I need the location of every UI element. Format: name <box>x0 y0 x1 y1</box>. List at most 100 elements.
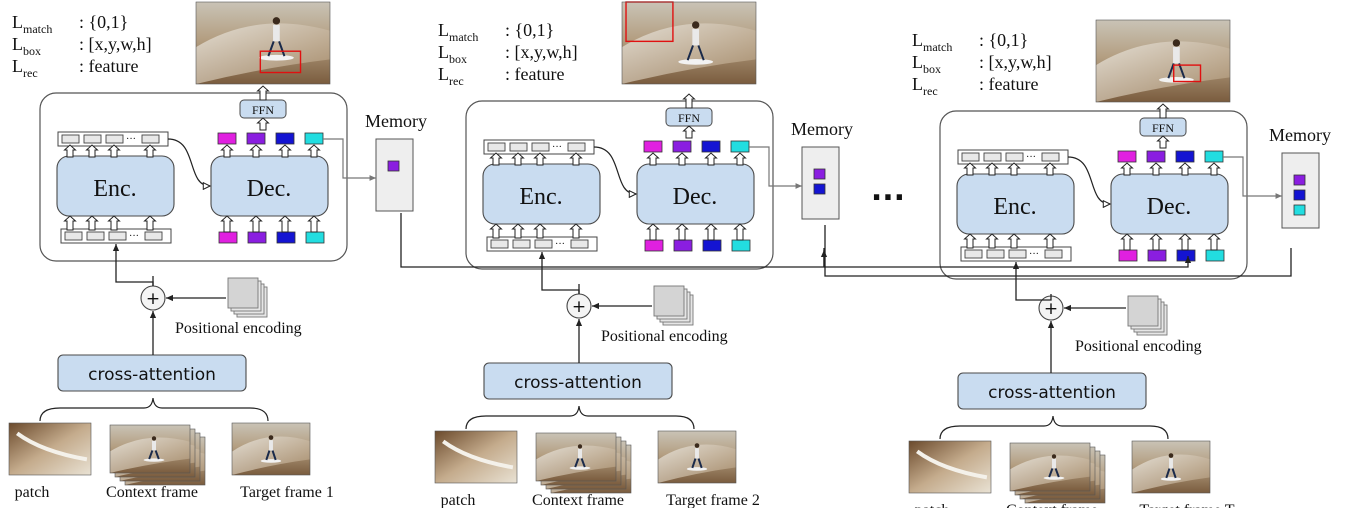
cross-attention-block <box>483 362 673 400</box>
positional-encoding-label: Positional encoding <box>1075 338 1202 355</box>
patch-label: patch <box>915 502 950 508</box>
block-arrow-icon <box>143 144 157 158</box>
query-token <box>673 239 693 252</box>
query-token <box>1176 249 1196 262</box>
loss-label: Lbox <box>912 52 941 76</box>
block-arrow-icon <box>675 152 689 166</box>
loss-subscript: rec <box>449 74 464 88</box>
wave-shape <box>1132 454 1210 493</box>
feature-token <box>105 134 124 144</box>
photo-frame <box>657 430 737 484</box>
photo-frame <box>535 432 617 482</box>
memory-read-arrow-1 <box>400 213 825 268</box>
loss-subscript: rec <box>23 66 38 80</box>
query-token <box>218 231 238 244</box>
cross-attention-block <box>57 354 247 392</box>
block-arrow-icon <box>963 162 977 176</box>
block-arrow-icon <box>1156 103 1170 119</box>
surfer-body <box>695 448 699 459</box>
result-frame-image <box>195 1 331 85</box>
patch-board <box>916 449 988 480</box>
decoder-output-tokens <box>643 140 750 153</box>
decoder-block <box>210 155 329 217</box>
photo-frame <box>195 1 331 85</box>
query-token <box>702 239 722 252</box>
block-arrow-icon <box>278 144 292 158</box>
encoder-output-tokens: ··· <box>57 131 169 147</box>
loss-label: Lmatch <box>912 30 952 54</box>
plus-to-encoder-arrow <box>1012 262 1052 301</box>
encoder-label: Enc. <box>93 176 136 202</box>
memory-token <box>387 160 400 172</box>
query-token <box>276 231 296 244</box>
block-arrow-icon <box>1207 233 1221 251</box>
query-token <box>304 132 324 145</box>
ellipsis-dots: ··· <box>1029 249 1039 260</box>
block-arrow-icon <box>307 144 321 158</box>
block-arrow-icon <box>569 152 583 166</box>
encoder-label: Enc. <box>993 194 1036 220</box>
ellipsis-dots: ··· <box>552 142 562 153</box>
block-arrow-icon <box>533 223 547 239</box>
surfboard <box>1160 477 1182 481</box>
surfer-body <box>1052 458 1056 469</box>
transformer-container <box>39 92 348 262</box>
target-frame-label: Target frame 1 <box>240 484 334 501</box>
decoder-query-tokens <box>218 231 325 244</box>
wave-shape <box>658 444 736 483</box>
enc-dec-connection <box>1067 156 1110 204</box>
memory-write-arrow <box>323 138 376 181</box>
block-arrow-icon <box>733 152 747 166</box>
surfer-head <box>577 444 583 449</box>
memory-token <box>1293 189 1306 201</box>
plus-symbol: + <box>1044 299 1058 319</box>
loss-label: Lrec <box>12 56 38 80</box>
surfer-legs <box>1167 63 1186 79</box>
wave-shape <box>232 436 310 475</box>
feature-token <box>534 239 553 249</box>
block-arrow-icon <box>511 152 525 166</box>
block-arrow-icon <box>646 223 660 241</box>
surfer-legs <box>1165 468 1177 479</box>
feature-token <box>567 142 586 152</box>
panel-1: Lmatch: {0,1}Lbox: [x,y,w,h]Lrec: featur… <box>8 1 427 501</box>
query-token <box>247 231 267 244</box>
surfer-legs <box>686 45 705 61</box>
loss-symbol: L <box>438 42 449 62</box>
feature-token <box>983 152 1002 162</box>
block-arrow-icon <box>682 125 696 139</box>
loss-subscript: match <box>23 22 52 36</box>
block-arrow-icon <box>143 215 157 231</box>
loss-symbol: L <box>912 30 923 50</box>
loss-label: Lbox <box>12 34 41 58</box>
memory-write-arrow <box>749 146 802 189</box>
block-arrow-icon <box>1178 233 1192 251</box>
block-arrow-icon <box>675 223 689 241</box>
feature-token <box>1005 152 1024 162</box>
target-frame-label: Target frame T <box>1139 502 1234 508</box>
input-brace <box>939 415 1169 440</box>
feature-token <box>509 142 528 152</box>
feature-token <box>64 231 83 241</box>
surfer-body <box>269 440 273 451</box>
bounding-box <box>1173 64 1202 83</box>
query-token <box>731 239 751 252</box>
memory-write-arrow <box>1223 156 1282 199</box>
block-arrow-icon <box>220 215 234 233</box>
block-arrow-icon <box>63 215 77 231</box>
query-token <box>672 140 692 153</box>
block-arrow-icon <box>85 144 99 158</box>
context-frame-label: Context frame <box>532 492 624 508</box>
panel-3: Lmatch: {0,1}Lbox: [x,y,w,h]Lrec: featur… <box>908 19 1331 508</box>
feature-token <box>490 239 509 249</box>
context-frame-label: Context frame <box>1006 502 1098 508</box>
context-frame-stack <box>535 432 632 494</box>
query-token <box>1146 150 1166 163</box>
block-arrow-icon <box>533 152 547 166</box>
block-arrow-icon <box>1156 135 1170 149</box>
block-arrow-icon <box>963 233 977 249</box>
block-arrow-icon <box>256 117 270 131</box>
feature-token <box>108 231 127 241</box>
surfer-head <box>692 21 700 29</box>
block-arrow-icon <box>1120 162 1134 176</box>
